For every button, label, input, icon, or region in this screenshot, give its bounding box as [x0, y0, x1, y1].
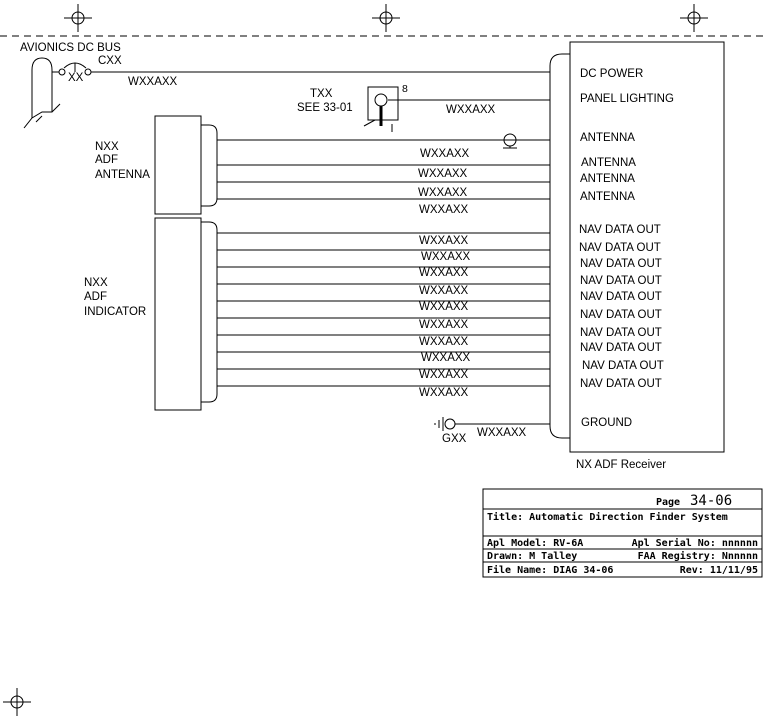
- ground-wire-label: WXXAXX: [477, 427, 527, 439]
- indicator-wire-label-1: WXXAXX: [419, 235, 469, 247]
- title-block: [482, 488, 763, 578]
- receiver-pin-label: NAV DATA OUT: [580, 258, 662, 270]
- revision-date: Rev: 11/11/95: [680, 565, 758, 576]
- antenna-wire-label-1: WXXAXX: [420, 148, 470, 160]
- receiver-pin-label: ANTENNA: [580, 173, 635, 185]
- receiver-pin-label: ANTENNA: [580, 191, 635, 203]
- indicator-connector-shell: [201, 221, 218, 403]
- faa-registry: FAA Registry: Nnnnnn: [638, 550, 758, 562]
- dimmer-switch-symbol: [363, 86, 399, 132]
- antenna-connector-label-2: ADF: [95, 154, 118, 166]
- indicator-wire-label-3: WXXAXX: [419, 267, 469, 279]
- antenna-connector-label-3: ANTENNA: [95, 169, 150, 181]
- registration-mark-top-right: [680, 4, 708, 32]
- antenna-wire-label-4: WXXAXX: [419, 204, 469, 216]
- antenna-wire-label-2: WXXAXX: [418, 168, 468, 180]
- receiver-pin-label: NAV DATA OUT: [580, 309, 662, 321]
- registration-mark-bottom-left: [3, 688, 31, 716]
- indicator-connector: [154, 217, 202, 411]
- receiver-connector-shell: [549, 53, 570, 439]
- receiver-pin-label: NAV DATA OUT: [580, 275, 662, 287]
- breaker-wire-label: CXX: [98, 55, 122, 67]
- antenna-connector-label-1: NXX: [95, 141, 119, 153]
- switch-reference: SEE 33-01: [297, 102, 353, 114]
- registration-mark-top-left: [64, 4, 92, 32]
- indicator-wire-label-6: WXXAXX: [419, 319, 469, 331]
- aircraft-serial: Apl Serial No: nnnnnn: [632, 537, 758, 549]
- switch-label: TXX: [310, 88, 333, 100]
- receiver-pin-label: ANTENNA: [580, 132, 635, 144]
- indicator-wire-label-9: WXXAXX: [419, 369, 469, 381]
- receiver-pin-label: NAV DATA OUT: [579, 242, 661, 254]
- indicator-connector-label-3: INDICATOR: [84, 306, 146, 318]
- drawn-by: Drawn: M Talley: [487, 551, 577, 562]
- antenna-connector: [154, 115, 202, 215]
- receiver-pin-label: NAV DATA OUT: [582, 360, 664, 372]
- indicator-wire-label-10: WXXAXX: [419, 387, 469, 399]
- receiver-pin-label: NAV DATA OUT: [580, 342, 662, 354]
- drawing-title: Title: Automatic Direction Finder System: [487, 511, 728, 523]
- indicator-wire-label-5: WXXAXX: [419, 301, 469, 313]
- file-name: File Name: DIAG 34-06: [487, 564, 613, 576]
- registration-mark-top-center: [372, 4, 400, 32]
- page-number: 34-06: [690, 493, 732, 509]
- dc-power-wire-label: WXXAXX: [128, 76, 178, 88]
- page-label: Page: [656, 497, 680, 508]
- indicator-wire-label-4: WXXAXX: [419, 285, 469, 297]
- panel-lighting-wire-label: WXXAXX: [446, 104, 496, 116]
- receiver-pin-label: DC POWER: [580, 68, 643, 80]
- antenna-connector-shell: [201, 124, 218, 207]
- indicator-wire-label-7: WXXAXX: [419, 336, 469, 348]
- receiver-pin-label: NAV DATA OUT: [580, 291, 662, 303]
- indicator-wire-label-2: WXXAXX: [421, 251, 471, 263]
- receiver-pin-label: NAV DATA OUT: [579, 224, 661, 236]
- indicator-connector-label-1: NXX: [84, 277, 108, 289]
- breaker-label: XX: [68, 72, 84, 84]
- indicator-wire-label-8: WXXAXX: [421, 352, 471, 364]
- receiver-box: [569, 41, 725, 453]
- receiver-name: NX ADF Receiver: [576, 459, 666, 471]
- switch-pin-number: 8: [402, 83, 408, 95]
- receiver-pin-label: ANTENNA: [581, 157, 636, 169]
- ground-label: GXX: [442, 433, 467, 445]
- antenna-wire-label-3: WXXAXX: [418, 187, 468, 199]
- avionics-bus-label: AVIONICS DC BUS: [20, 42, 121, 54]
- aircraft-model: Apl Model: RV-6A: [487, 538, 583, 549]
- receiver-pin-label: NAV DATA OUT: [580, 378, 662, 390]
- shield-ground-symbol: [503, 133, 517, 149]
- indicator-connector-label-2: ADF: [84, 291, 107, 303]
- receiver-pin-label: GROUND: [581, 417, 632, 429]
- receiver-pin-label: NAV DATA OUT: [580, 327, 662, 339]
- ground-symbol: [434, 417, 456, 431]
- receiver-pin-label: PANEL LIGHTING: [580, 93, 674, 105]
- avionics-bus-symbol: [23, 57, 61, 129]
